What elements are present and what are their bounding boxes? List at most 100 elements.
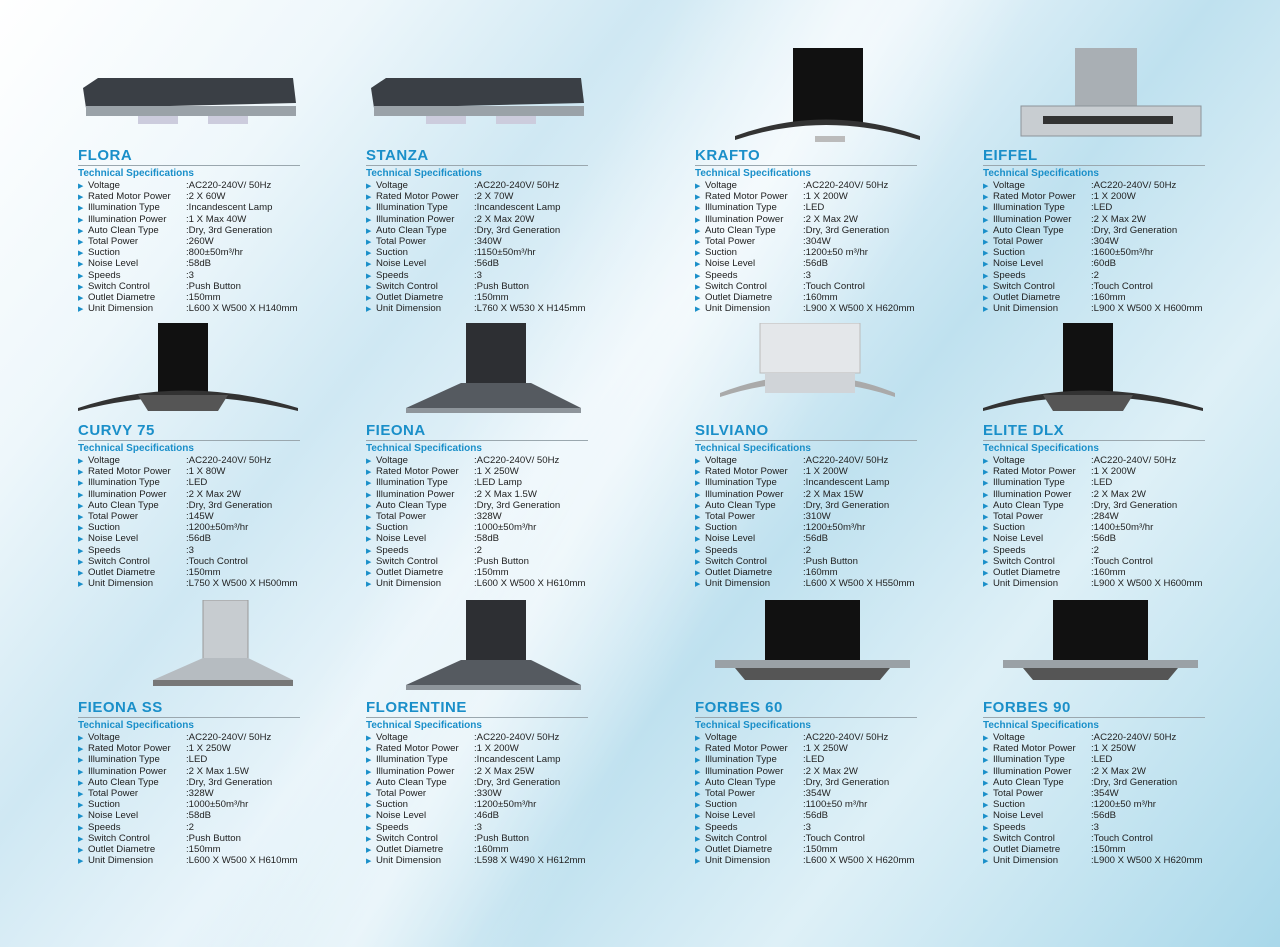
spec-row: ▶Unit DimensionL600 X W500 X H610mm <box>366 578 585 589</box>
spec-value: 284W <box>1091 511 1119 522</box>
spec-label: Noise Level <box>376 533 427 545</box>
spec-label: Suction <box>993 522 1025 534</box>
spec-label: Illumination Type <box>88 202 160 214</box>
spec-value: 150mm <box>1091 844 1126 855</box>
spec-value: 304W <box>803 236 831 247</box>
spec-row: ▶Auto Clean TypeDry, 3rd Generation <box>78 777 272 788</box>
spec-row: ▶Speeds3 <box>695 270 811 281</box>
spec-label: Switch Control <box>376 832 438 844</box>
spec-row: ▶Suction1400±50m³/hr <box>983 522 1153 534</box>
bullet-arrow-icon: ▶ <box>78 238 84 246</box>
spec-label: Voltage <box>705 180 738 191</box>
spec-row: ▶Noise Level56dB <box>695 533 828 544</box>
bullet-arrow-icon: ▶ <box>78 536 84 544</box>
bullet-arrow-icon: ▶ <box>983 227 989 235</box>
bullet-arrow-icon: ▶ <box>695 558 701 566</box>
spec-label: Outlet Diametre <box>376 843 444 855</box>
bullet-arrow-icon: ▶ <box>78 757 84 765</box>
bullet-arrow-icon: ▶ <box>366 513 372 521</box>
bullet-arrow-icon: ▶ <box>78 272 84 280</box>
spec-row: ▶Suction1600±50m³/hr <box>983 247 1153 258</box>
range-hood-image <box>366 323 596 418</box>
spec-row: ▶Speeds2 <box>366 545 482 556</box>
spec-label: Illumination Power <box>993 213 1072 225</box>
spec-row: ▶Auto Clean TypeDry, 3rd Generation <box>983 225 1177 236</box>
spec-label: Speeds <box>993 269 1026 281</box>
bullet-arrow-icon: ▶ <box>695 491 701 499</box>
spec-value: 2 X 60W <box>186 191 226 202</box>
range-hood-image <box>983 323 1213 418</box>
bullet-arrow-icon: ▶ <box>983 306 989 314</box>
spec-label: Auto Clean Type <box>376 499 447 511</box>
spec-value: 354W <box>803 788 831 799</box>
product-title: CURVY 75 <box>78 423 300 441</box>
spec-row: ▶Outlet Diametre150mm <box>78 292 221 303</box>
spec-row: ▶Rated Motor Power1 X 250W <box>695 743 848 754</box>
spec-value: Dry, 3rd Generation <box>1091 225 1178 236</box>
bullet-arrow-icon: ▶ <box>983 536 989 544</box>
bullet-arrow-icon: ▶ <box>366 261 372 269</box>
spec-row: ▶Noise Level56dB <box>695 258 828 269</box>
spec-row: ▶Suction1150±50m³/hr <box>366 247 536 258</box>
bullet-arrow-icon: ▶ <box>366 283 372 291</box>
spec-value: Dry, 3rd Generation <box>474 777 561 788</box>
range-hood-image <box>366 48 596 143</box>
spec-row: ▶Total Power260W <box>78 236 214 247</box>
bullet-arrow-icon: ▶ <box>366 846 372 854</box>
bullet-arrow-icon: ▶ <box>983 790 989 798</box>
spec-row: ▶VoltageAC220-240V/ 50Hz <box>366 455 559 466</box>
bullet-arrow-icon: ▶ <box>78 216 84 224</box>
spec-row: ▶Speeds2 <box>983 545 1099 556</box>
bullet-arrow-icon: ▶ <box>695 502 701 510</box>
spec-row: ▶Suction1200±50m³/hr <box>366 799 536 810</box>
spec-label: Speeds <box>705 544 738 556</box>
bullet-arrow-icon: ▶ <box>78 802 84 810</box>
spec-label: Switch Control <box>376 555 438 567</box>
bullet-arrow-icon: ▶ <box>983 272 989 280</box>
spec-row: ▶Auto Clean TypeDry, 3rd Generation <box>983 500 1177 511</box>
spec-row: ▶Outlet Diametre150mm <box>78 844 221 855</box>
spec-label: Rated Motor Power <box>705 466 788 478</box>
spec-row: ▶VoltageAC220-240V/ 50Hz <box>983 180 1176 191</box>
spec-value: 58dB <box>474 533 499 544</box>
spec-list: ▶VoltageAC220-240V/ 50Hz▶Rated Motor Pow… <box>983 455 1202 589</box>
spec-value: 3 <box>803 822 811 833</box>
bullet-arrow-icon: ▶ <box>78 469 84 477</box>
spec-row: ▶Illumination TypeLED <box>983 477 1112 488</box>
spec-row: ▶Outlet Diametre150mm <box>983 844 1126 855</box>
bullet-arrow-icon: ▶ <box>983 502 989 510</box>
bullet-arrow-icon: ▶ <box>78 768 84 776</box>
spec-label: Speeds <box>88 269 121 281</box>
spec-value: 1 X 250W <box>803 743 848 754</box>
bullet-arrow-icon: ▶ <box>78 746 84 754</box>
spec-label: Voltage <box>993 732 1026 743</box>
spec-value: Incandescent Lamp <box>474 202 561 213</box>
spec-row: ▶Noise Level56dB <box>78 533 211 544</box>
spec-label: Voltage <box>993 455 1026 466</box>
spec-row: ▶Switch ControlTouch Control <box>983 281 1153 292</box>
spec-value: Dry, 3rd Generation <box>803 777 890 788</box>
spec-value: 1 X 200W <box>1091 191 1136 202</box>
spec-value: Dry, 3rd Generation <box>1091 500 1178 511</box>
spec-value: AC220-240V/ 50Hz <box>1091 180 1177 191</box>
spec-list: ▶VoltageAC220-240V/ 50Hz▶Rated Motor Pow… <box>366 455 585 589</box>
spec-row: ▶VoltageAC220-240V/ 50Hz <box>78 180 271 191</box>
spec-value: LED <box>186 477 208 488</box>
bullet-arrow-icon: ▶ <box>983 858 989 866</box>
spec-value: AC220-240V/ 50Hz <box>803 732 889 743</box>
bullet-arrow-icon: ▶ <box>78 205 84 213</box>
spec-list: ▶VoltageAC220-240V/ 50Hz▶Rated Motor Pow… <box>366 180 585 315</box>
spec-label: Unit Dimension <box>705 303 771 315</box>
spec-value: LED <box>186 754 208 765</box>
spec-row: ▶Speeds3 <box>695 822 811 833</box>
spec-value: Touch Control <box>1091 556 1153 567</box>
spec-value: 46dB <box>474 810 499 821</box>
spec-label: Unit Dimension <box>376 303 442 315</box>
bullet-arrow-icon: ▶ <box>695 569 701 577</box>
spec-value: L600 X W500 X H140mm <box>186 303 298 314</box>
bullet-arrow-icon: ▶ <box>695 547 701 555</box>
spec-value: 328W <box>474 511 502 522</box>
spec-row: ▶Rated Motor Power1 X 200W <box>695 466 848 478</box>
spec-label: Total Power <box>705 235 756 247</box>
range-hood-image <box>78 323 308 418</box>
